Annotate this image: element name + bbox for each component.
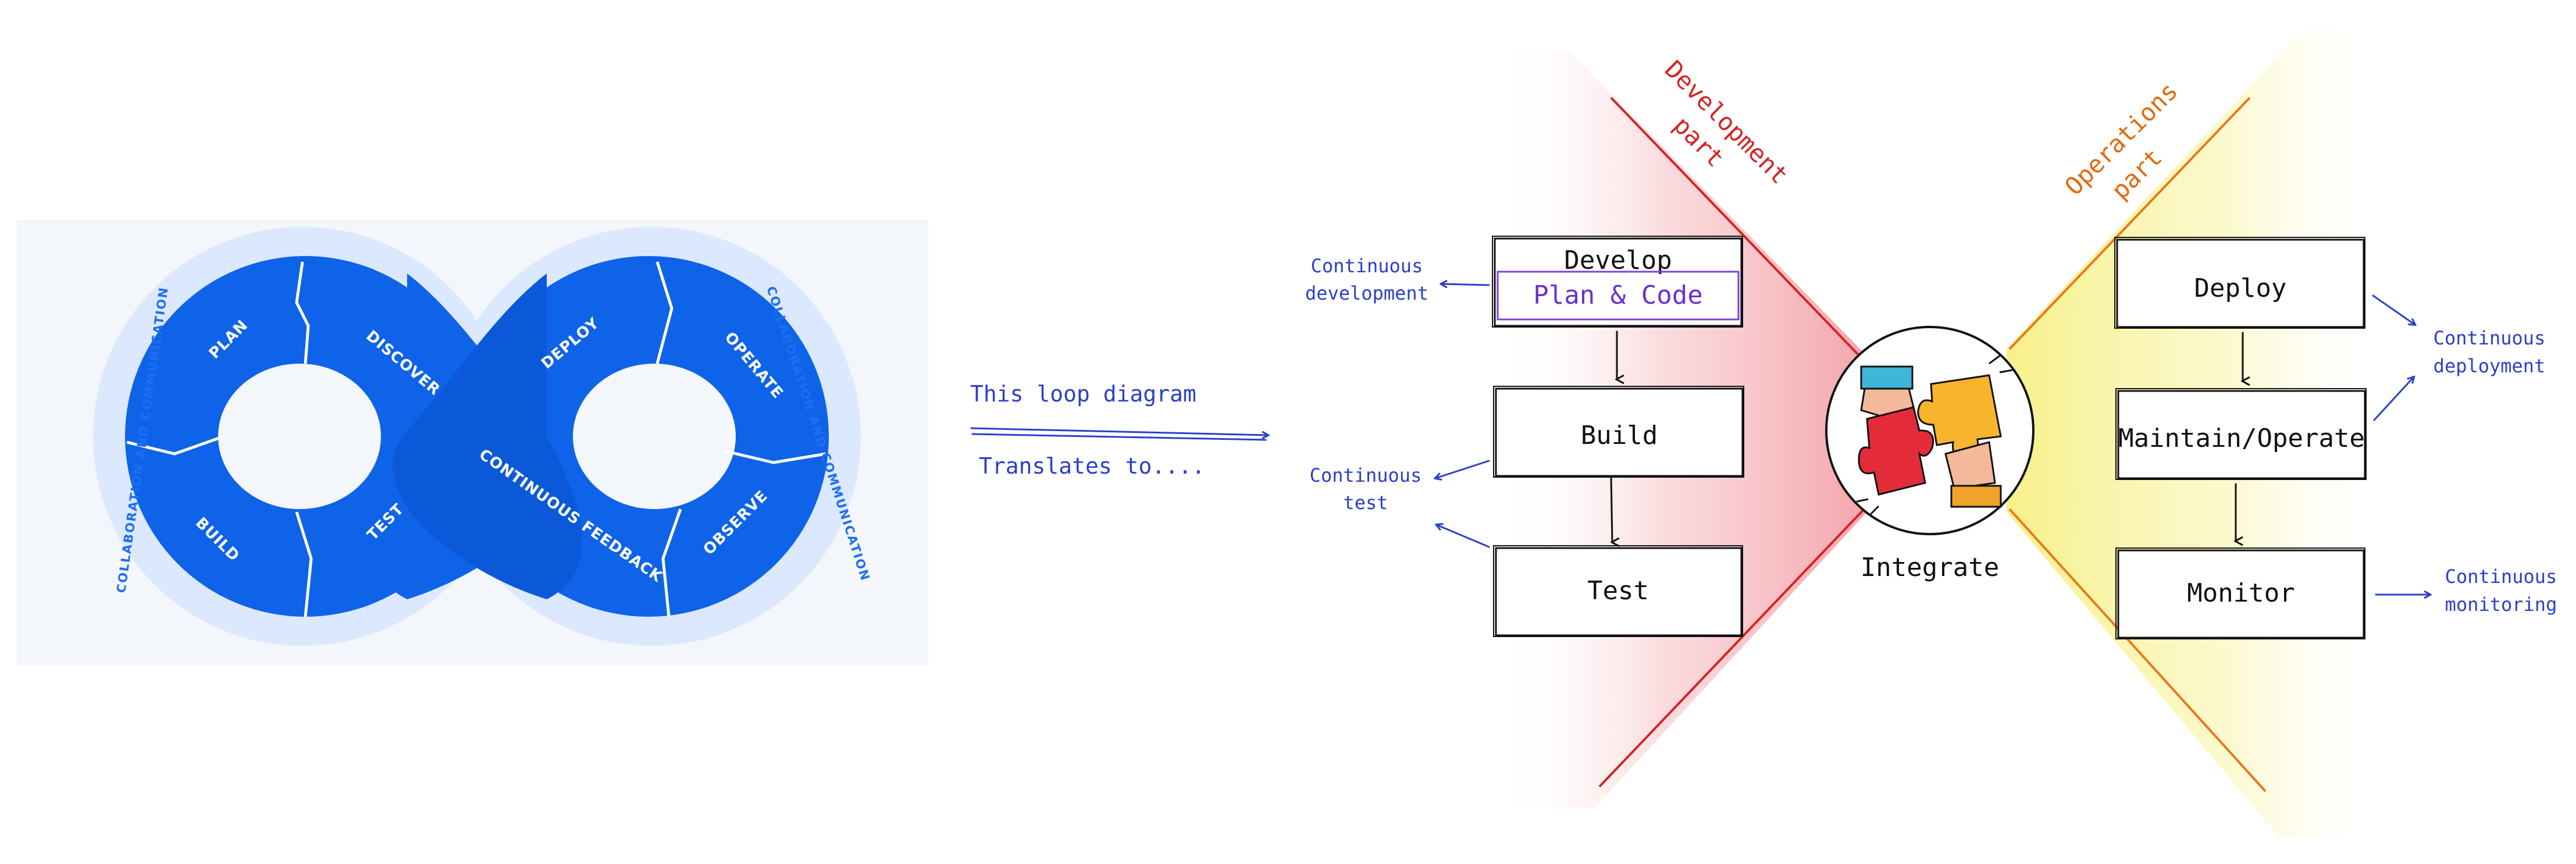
note-continuous-monitoring-2: monitoring: [2445, 593, 2557, 616]
develop-label: Develop: [1564, 246, 1672, 275]
dev-divider-top: [1610, 97, 1862, 359]
puzzle-handshake-icon: [1856, 354, 2013, 516]
develop-box: Develop Plan & Code: [1492, 236, 1743, 328]
ops-divider-top: [2008, 97, 2251, 350]
translation-note: This loop diagram Translates to....: [970, 381, 1268, 479]
ops-divider-bottom: [2008, 508, 2267, 792]
development-part: Development part Develop Plan & Code Bui…: [1305, 52, 1867, 809]
note-arrow: [970, 427, 1268, 435]
dev-divider-bottom: [1598, 508, 1865, 788]
deploy-note-arrow: [2372, 294, 2415, 325]
loop-hole-right: [573, 364, 736, 509]
note-line-1: This loop diagram: [970, 381, 1196, 407]
note-continuous-test-2: test: [1343, 492, 1388, 514]
plan-code-box: [1497, 271, 1740, 321]
deploy-label: Deploy: [2194, 273, 2287, 303]
dev-note-arrow: [1441, 284, 1490, 285]
operations-part: Operations part Deploy Maintain/Operate …: [2007, 29, 2557, 838]
build-box: Build: [1493, 386, 1744, 478]
build-to-test-arrow: [1610, 476, 1612, 542]
maintain-label: Maintain/Operate: [2118, 424, 2365, 453]
deploy-box: Deploy: [2114, 237, 2365, 329]
test-note-arrow-1: [1435, 460, 1490, 478]
loop-dividers: [126, 261, 826, 617]
test-box: Test: [1493, 545, 1743, 637]
note-continuous-development-1: Continuous: [1311, 255, 1423, 277]
monitor-box: Monitor: [2115, 547, 2365, 639]
integrate-node: Integrate: [1825, 326, 2035, 582]
test-label: Test: [1587, 576, 1649, 606]
note-continuous-deployment-1: Continuous: [2434, 327, 2546, 349]
loop-hole-left: [218, 364, 381, 509]
note-line-2: Translates to....: [979, 453, 1205, 479]
build-label: Build: [1581, 421, 1658, 450]
integrate-label: Integrate: [1861, 553, 1999, 582]
devops-loop: PLAN DISCOVER BUILD TEST DEPLOY OPERATE …: [16, 220, 928, 665]
note-continuous-test-1: Continuous: [1310, 464, 1422, 486]
note-continuous-monitoring-1: Continuous: [2445, 566, 2557, 588]
note-continuous-development-2: development: [1305, 282, 1428, 304]
plan-code-label: Plan & Code: [1533, 280, 1702, 310]
monitor-label: Monitor: [2187, 578, 2294, 608]
note-continuous-deployment-2: deployment: [2434, 355, 2546, 377]
test-note-arrow-2: [1437, 525, 1490, 548]
maintain-note-arrow: [2373, 377, 2414, 421]
maintain-box: Maintain/Operate: [2115, 388, 2367, 480]
loop-body: [125, 256, 829, 617]
note-arrow-shadow: [971, 433, 1267, 441]
integrate-circle: [1825, 326, 2035, 535]
